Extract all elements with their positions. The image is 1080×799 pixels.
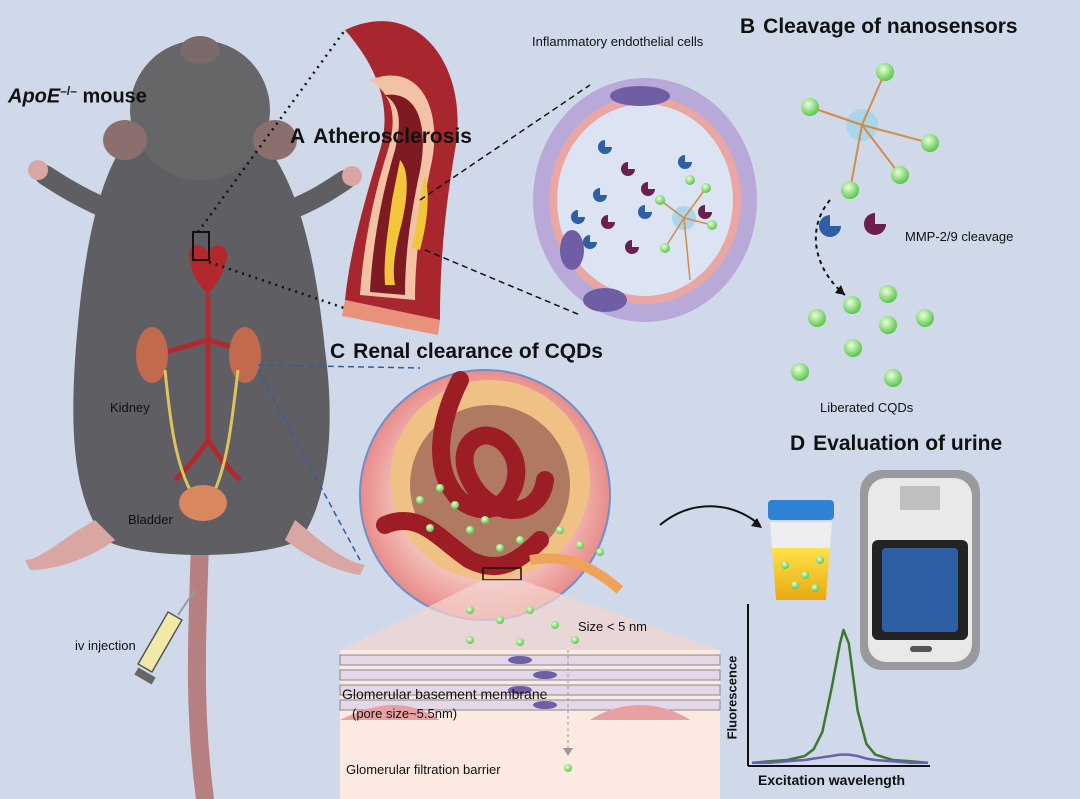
cleavage-label: MMP-2/9 cleavage (905, 229, 1014, 244)
chart-series-line-0 (751, 628, 929, 764)
panel-b-letter: B (740, 15, 756, 38)
mouse-genotype: ApoE (8, 85, 61, 108)
panel-c-title-text: Renal clearance of CQDs (353, 340, 603, 363)
kidneys (136, 327, 261, 491)
panel-d-letter: D (790, 432, 806, 455)
vessel-cross-section (533, 78, 757, 322)
injection-label: iv injection (75, 638, 136, 653)
bladder (179, 485, 227, 521)
arrow-to-urine (659, 505, 761, 526)
mouse-body (25, 36, 365, 799)
pore-label: (pore size~5.5nm) (352, 706, 458, 721)
panel-d-title: D Evaluation of urine (790, 432, 1002, 456)
glomerulus (359, 369, 624, 621)
size-label: Size < 5 nm (578, 619, 648, 634)
zoom-lines-kidney (257, 364, 421, 561)
reader-device-icon (860, 470, 980, 670)
fluorescence-chart (747, 604, 930, 767)
panel-d-title-text: Evaluation of urine (813, 432, 1003, 455)
membrane-label: Glomerular basement membrane (342, 686, 548, 702)
panel-c-letter: C (330, 340, 346, 363)
panel-a-letter: A (290, 125, 306, 148)
zoom-lines-artery (419, 84, 591, 316)
panel-b-title-text: Cleavage of nanosensors (763, 15, 1018, 38)
heart (189, 245, 228, 295)
kidney-label: Kidney (110, 400, 150, 415)
liberated-label: Liberated CQDs (820, 400, 914, 415)
panel-a-title: A Atherosclerosis (290, 125, 472, 149)
arrowhead (751, 518, 762, 528)
syringe-icon (134, 589, 196, 685)
endothelial-label: Inflammatory endothelial cells (532, 34, 704, 49)
artery-section (342, 21, 458, 335)
barrier-label: Glomerular filtration barrier (346, 762, 501, 777)
filtration-zoom (339, 580, 721, 799)
heart-zoom-box (192, 231, 210, 261)
panel-b-title: B Cleavage of nanosensors (740, 15, 1018, 39)
panel-c-title: C Renal clearance of CQDs (330, 340, 603, 364)
liberated-cqds (791, 285, 934, 387)
arrowhead (835, 285, 845, 295)
mouse-genotype-sup: –/– (60, 84, 77, 98)
chart-series-line-1 (752, 753, 928, 764)
chart-ylabel: Fluorescence (724, 655, 740, 740)
cleavage-arrow (814, 199, 846, 296)
urine-cup-icon (768, 500, 834, 600)
nanosensor-intact (801, 63, 939, 199)
chart-xlabel: Excitation wavelength (758, 772, 906, 788)
mmp-enzymes-icon (819, 213, 886, 237)
bladder-label: Bladder (128, 512, 173, 527)
mouse-title: ApoE–/– mouse (8, 84, 147, 109)
mouse-title-rest: mouse (76, 85, 147, 108)
panel-a-title-text: Atherosclerosis (313, 125, 472, 148)
